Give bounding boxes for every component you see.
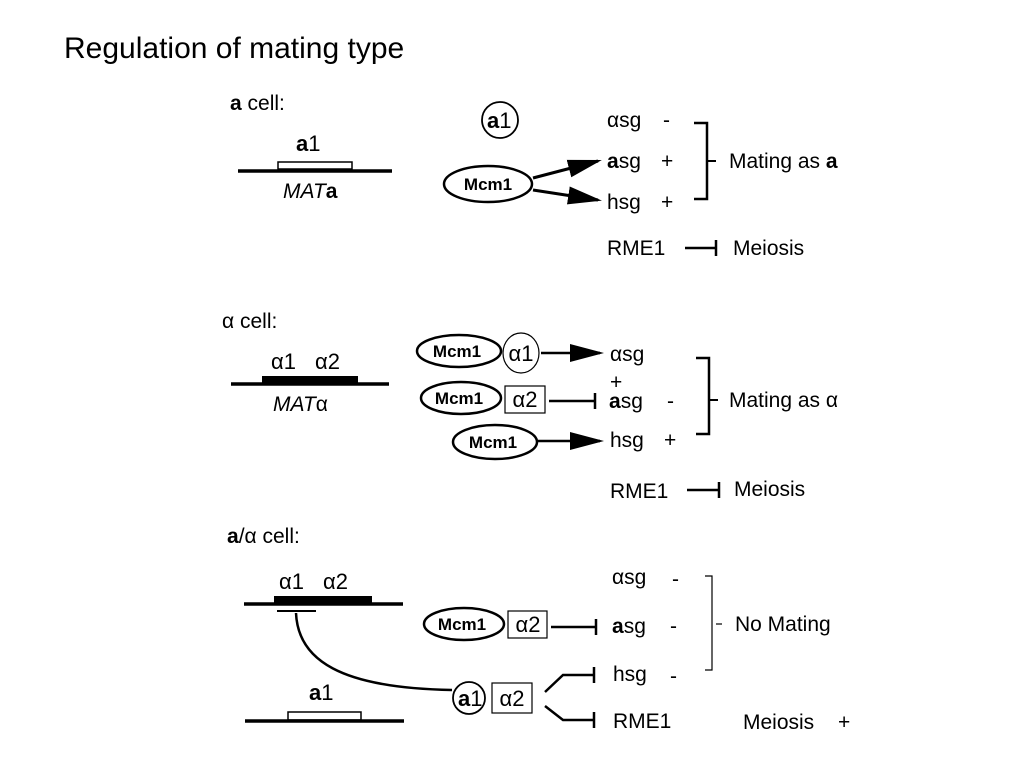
gene-hsg-sign-diploid: - <box>670 665 677 688</box>
gene-a-sg-sign-alpha-cell: - <box>667 390 674 413</box>
gene-alpha-sg-diploid: αsg <box>612 566 646 589</box>
gene-a-sg-a-cell: asg <box>607 150 641 173</box>
bracket-diploid <box>705 575 713 671</box>
rme1-diploid: RME1 <box>613 710 671 733</box>
a-alpha-cell-label: a/α cell: <box>227 525 300 548</box>
alpha2-gene-label-alpha-cell: α2 <box>315 349 340 374</box>
outcome-no-mating: No Mating <box>735 613 831 636</box>
alpha1-protein-label: α1 <box>509 341 534 366</box>
gene-hsg-sign-a-cell: + <box>661 191 673 214</box>
rme1-alpha-cell: RME1 <box>610 480 668 503</box>
alpha2-protein-label-complex: α2 <box>500 686 525 711</box>
alpha1-gene-label-diploid: α1 <box>279 569 304 594</box>
meiosis-sign-diploid: + <box>838 711 850 734</box>
alpha2-protein-box <box>504 385 546 414</box>
outcome-mating-as-a: Mating as a <box>729 150 838 173</box>
alpha2-gene-label-diploid: α2 <box>323 569 348 594</box>
gene-alpha-sg-sign-diploid: - <box>672 568 679 591</box>
gene-hsg-diploid: hsg <box>613 663 647 686</box>
gene-a-sg-diploid: asg <box>612 615 646 638</box>
alpha-cell-label: α cell: <box>222 310 277 333</box>
mcm1-protein-alpha1-complex <box>415 333 503 369</box>
bracket-a-cell <box>694 121 709 201</box>
a1-gene-label: a1 <box>296 131 321 156</box>
mcm1-protein-alpha2-complex <box>419 380 503 416</box>
gene-hsg-a-cell: hsg <box>607 191 641 214</box>
activation-arrow-asg <box>532 159 602 180</box>
a1-protein-circle-diploid <box>452 681 486 715</box>
a1-protein-circle <box>481 101 519 139</box>
mat-a-locus-label: MATa <box>283 180 338 203</box>
alpha2-protein-label: α2 <box>513 387 538 412</box>
mcm1-label-alpha1-complex: Mcm1 <box>433 342 481 361</box>
repression-line-rme1-diploid <box>544 705 594 722</box>
mcm1-label-hsg-alpha-cell: Mcm1 <box>469 433 517 452</box>
a-cell-section: a cell: a1 MATa a1 Mcm1 αsg - asg + hsg … <box>230 92 838 260</box>
slide-title: Regulation of mating type <box>64 32 405 65</box>
mat-alpha-genes-box <box>262 376 358 384</box>
gene-a-sg-sign-diploid: - <box>670 615 677 638</box>
repression-line-hsg-diploid <box>544 673 594 693</box>
bracket-alpha-cell <box>696 356 711 436</box>
mat-alpha-genes-box-diploid <box>274 596 372 604</box>
mcm1-protein-hsg-alpha-cell <box>451 423 539 461</box>
gene-alpha-sg-sign-a-cell: - <box>663 109 670 132</box>
alpha1-to-complex-curve <box>294 612 453 692</box>
alpha2-protein-label-diploid: α2 <box>516 612 541 637</box>
outcome-mating-as-alpha: Mating as α <box>729 389 838 412</box>
gene-alpha-sg-a-cell: αsg <box>607 109 641 132</box>
alpha1-gene-label-alpha-cell: α1 <box>271 349 296 374</box>
gene-a-sg-sign-a-cell: + <box>661 150 673 173</box>
a1-gene-box <box>277 161 353 170</box>
alpha-cell-section: α cell: α1 α2 MATα Mcm1 α1 Mcm1 α2 Mcm1 … <box>222 310 838 503</box>
mcm1-label-a-cell: Mcm1 <box>464 175 512 194</box>
mcm1-protein-diploid <box>422 606 506 642</box>
alpha2-protein-box-diploid <box>507 610 548 639</box>
gene-a-sg-alpha-cell: asg <box>609 390 643 413</box>
rme1-a-cell: RME1 <box>607 237 665 260</box>
mcm1-label-diploid: Mcm1 <box>438 615 486 634</box>
alpha2-protein-box-complex <box>491 682 533 714</box>
mcm1-protein-a-cell <box>442 164 534 204</box>
gene-hsg-alpha-cell: hsg <box>610 429 644 452</box>
a1-gene-label-diploid: a1 <box>309 680 334 705</box>
a1-gene-box-diploid <box>287 711 362 721</box>
gene-hsg-sign-alpha-cell: + <box>664 429 676 452</box>
meiosis-a-cell: Meiosis <box>733 237 804 260</box>
a1-protein-label: a1 <box>487 108 512 133</box>
mcm1-label-alpha2-complex: Mcm1 <box>435 389 483 408</box>
alpha1-protein-oval <box>502 332 540 374</box>
mat-alpha-locus-label: MATα <box>273 393 328 416</box>
a1-protein-label-diploid: a1 <box>458 686 483 711</box>
meiosis-alpha-cell: Meiosis <box>734 478 805 501</box>
gene-alpha-sg-alpha-cell: αsg <box>610 343 644 366</box>
a-alpha-cell-section: a/α cell: α1 α2 a1 Mcm1 α2 a1 α2 αsg - a… <box>227 525 850 734</box>
gene-alpha-sg-sign-alpha-cell: + <box>610 371 622 394</box>
activation-arrow-hsg <box>532 186 602 205</box>
a-cell-label: a cell: <box>230 92 285 115</box>
meiosis-diploid: Meiosis <box>743 711 814 734</box>
